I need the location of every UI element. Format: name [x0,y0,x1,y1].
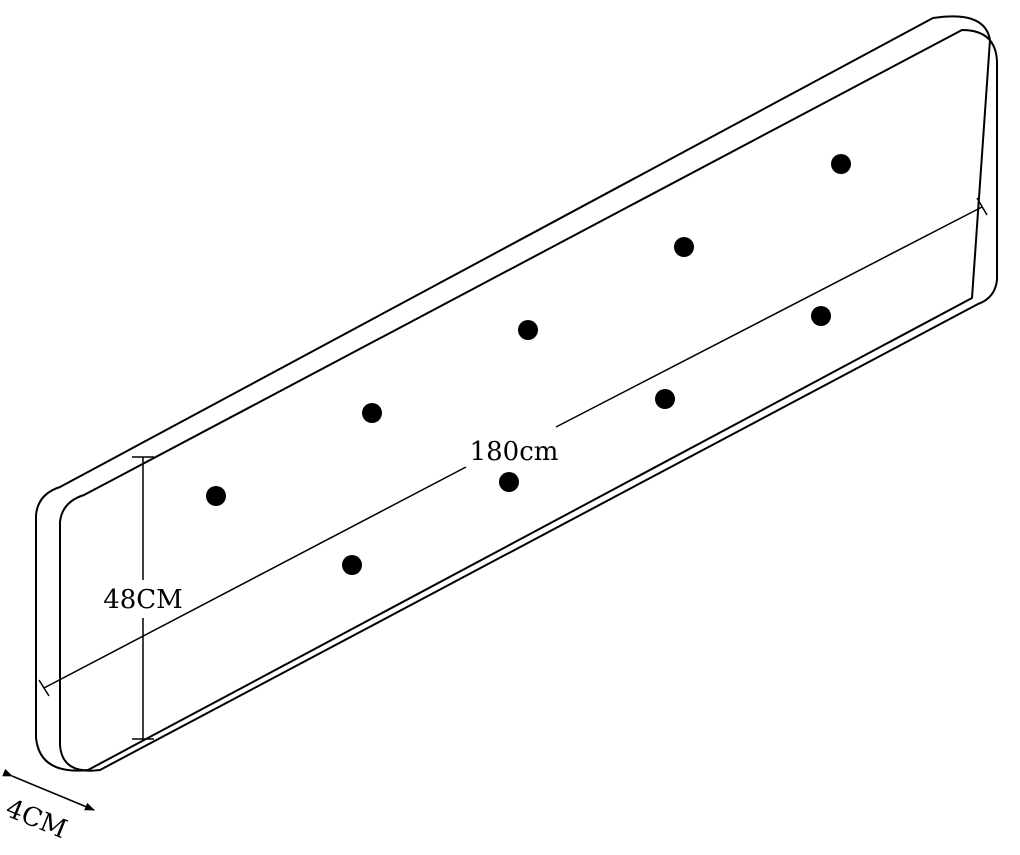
length-line-segment-right [555,206,983,428]
tufting-button [811,306,831,326]
tufting-button [518,320,538,340]
panel-back-face [35,15,991,772]
tufting-button [499,472,519,492]
tufting-button [655,389,675,409]
tufting-button [362,403,382,423]
length-end-tick-left [38,679,50,697]
tufting-button [674,237,694,257]
height-dimension: 48CM [103,456,183,740]
tufting-button [206,486,226,506]
tufting-button [342,555,362,575]
length-dimension: 180cm [38,197,988,697]
length-label: 180cm [470,437,559,467]
length-line-segment-left [43,466,467,689]
tufting-buttons [206,154,851,575]
depth-label: 4CM [1,794,71,845]
depth-arrow [2,768,95,811]
panel-front-face [59,29,998,772]
tufting-button [831,154,851,174]
length-end-tick-right [976,197,988,216]
height-label: 48CM [103,585,183,615]
depth-dimension: 4CM [1,768,95,845]
